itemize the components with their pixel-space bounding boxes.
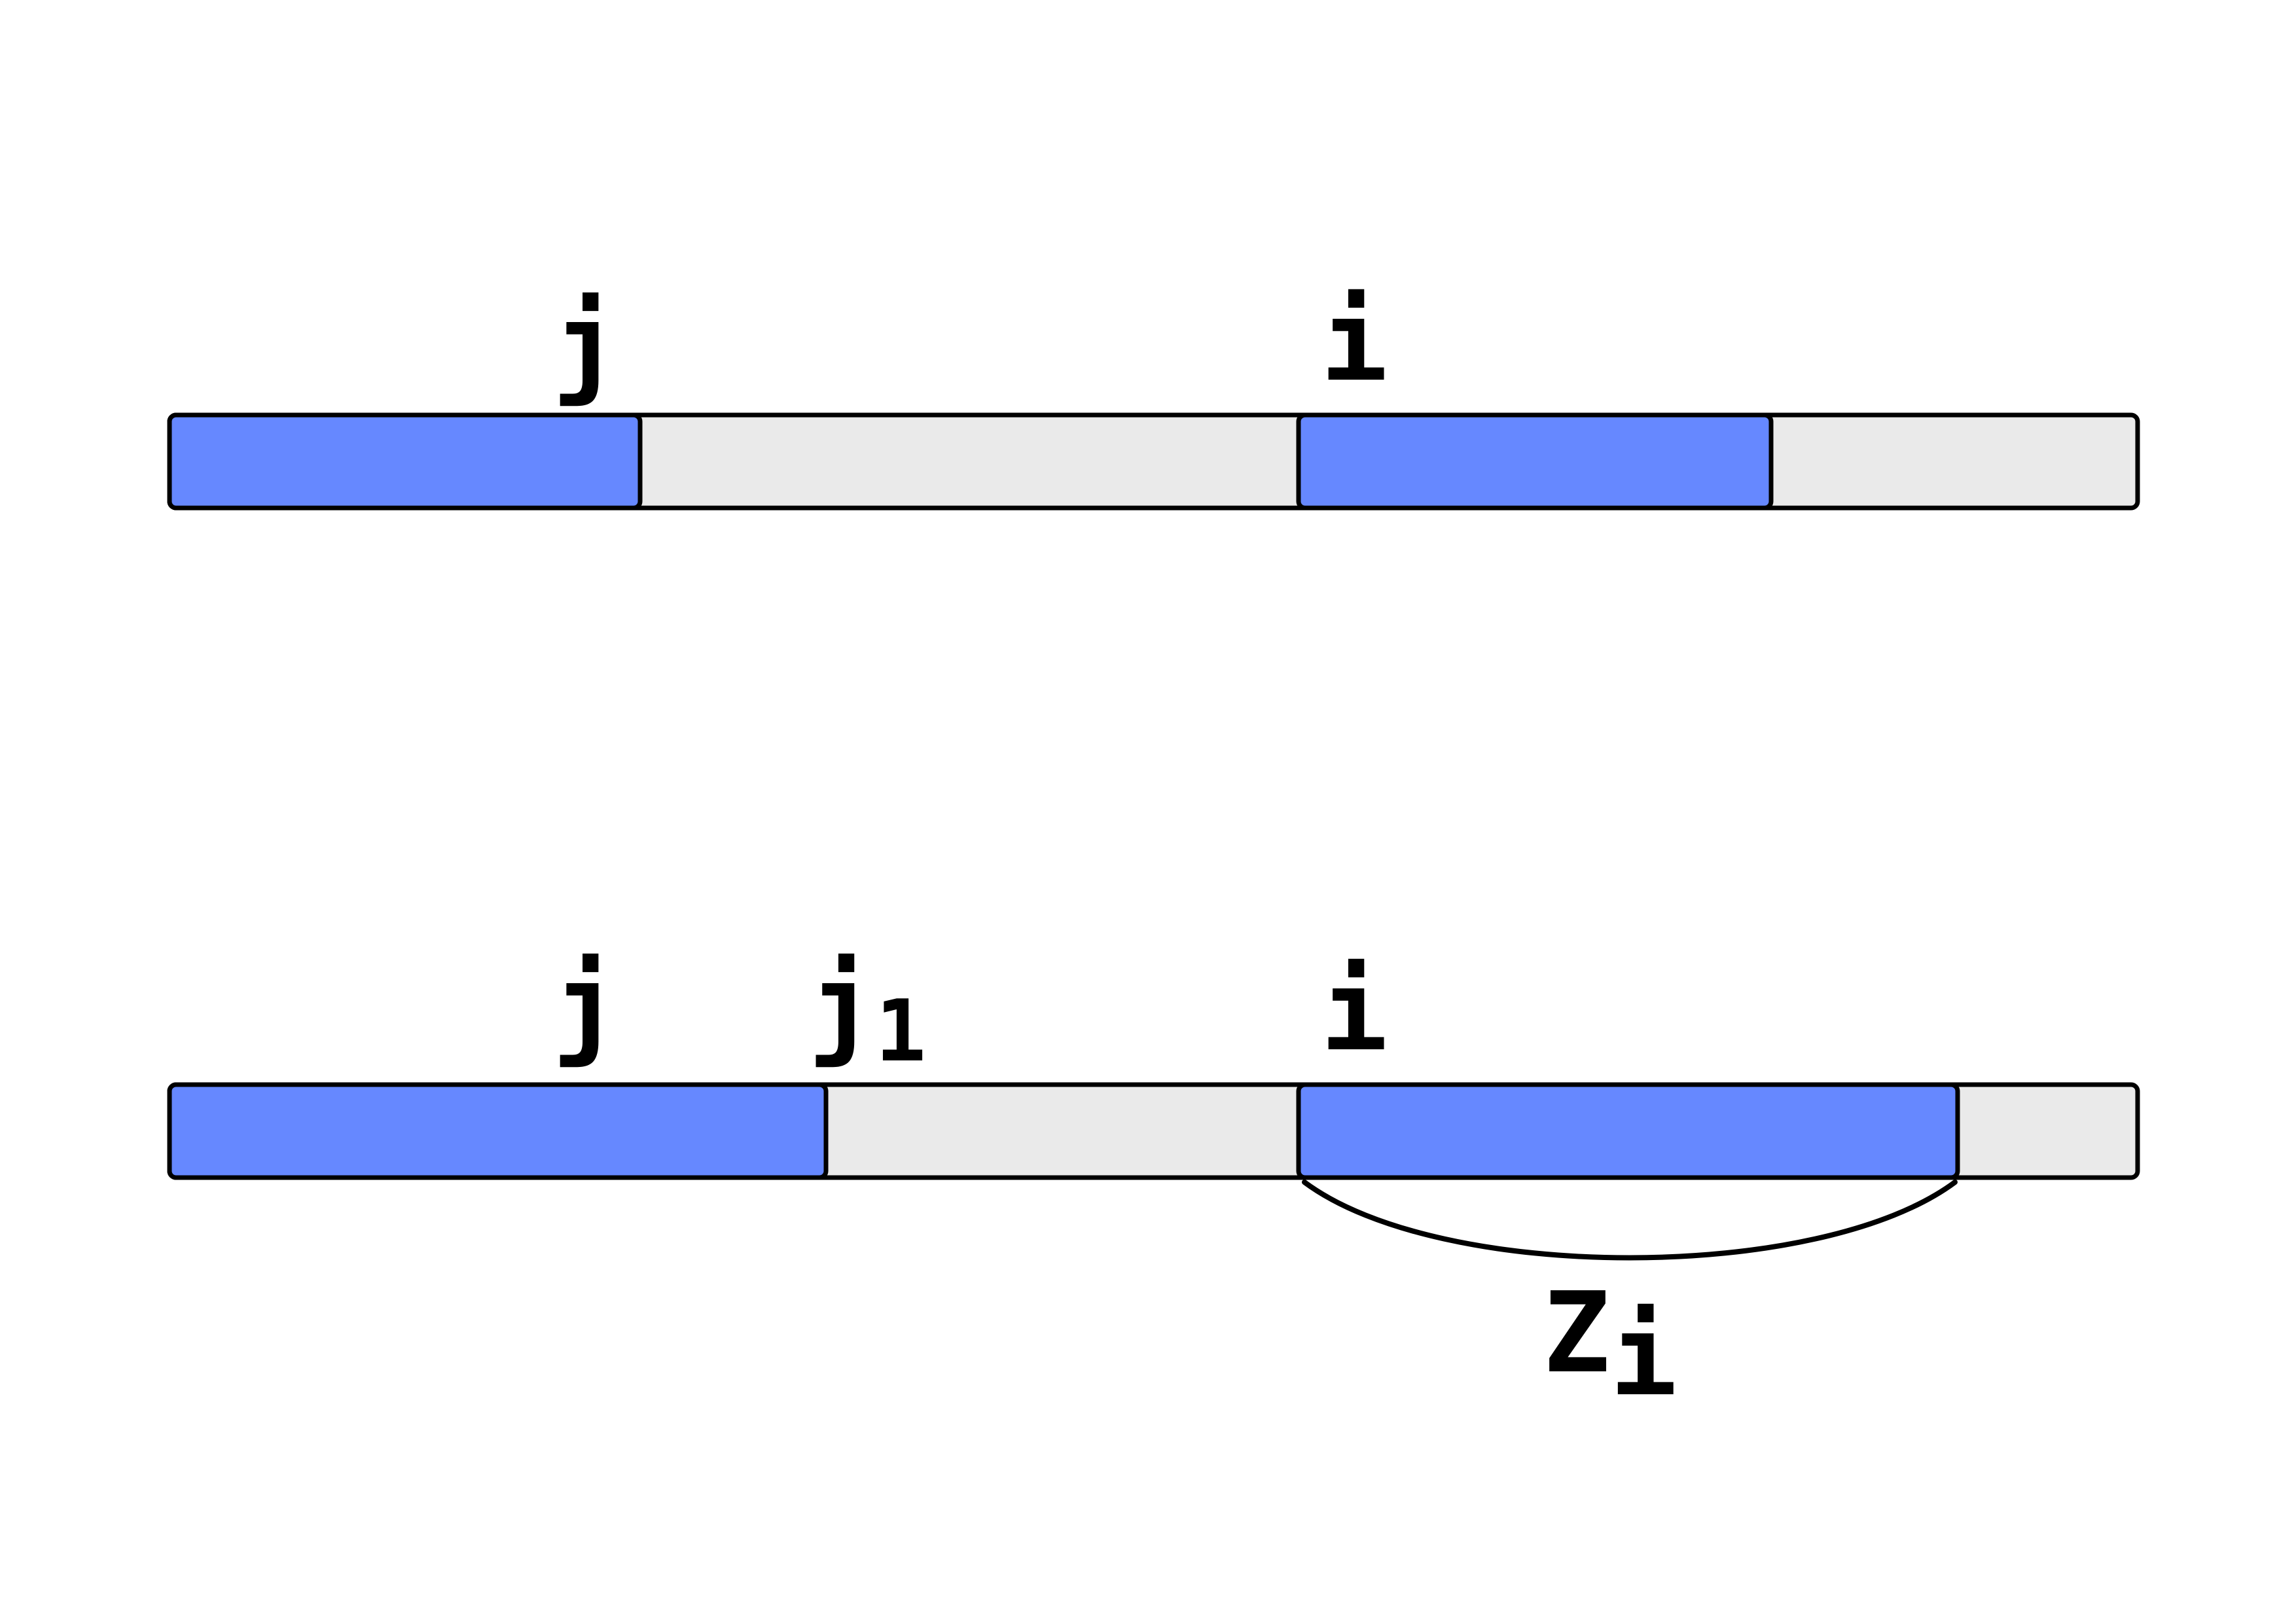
top-array: j i: [167, 277, 2140, 511]
j1-base: j: [808, 941, 875, 1071]
z-subscript: i: [1610, 1291, 1677, 1421]
top-window-segment: [1296, 412, 1774, 511]
z-base: Z: [1543, 1269, 1610, 1398]
top-label-j: j: [552, 280, 619, 410]
brace-label-zi: Zi: [1543, 1269, 1677, 1421]
top-prefix-segment: [167, 412, 643, 511]
bottom-prefix-segment: [167, 1082, 829, 1180]
bottom-label-i: i: [1321, 947, 1388, 1076]
bottom-array: j j1 i Zi: [167, 941, 2140, 1421]
bottom-label-j: j: [552, 941, 619, 1071]
j1-subscript: 1: [875, 981, 926, 1081]
bottom-window-segment: [1296, 1082, 1960, 1180]
bottom-label-j1: j1: [808, 941, 927, 1081]
z-span-brace: [1302, 1180, 1958, 1261]
top-label-i: i: [1321, 277, 1388, 406]
